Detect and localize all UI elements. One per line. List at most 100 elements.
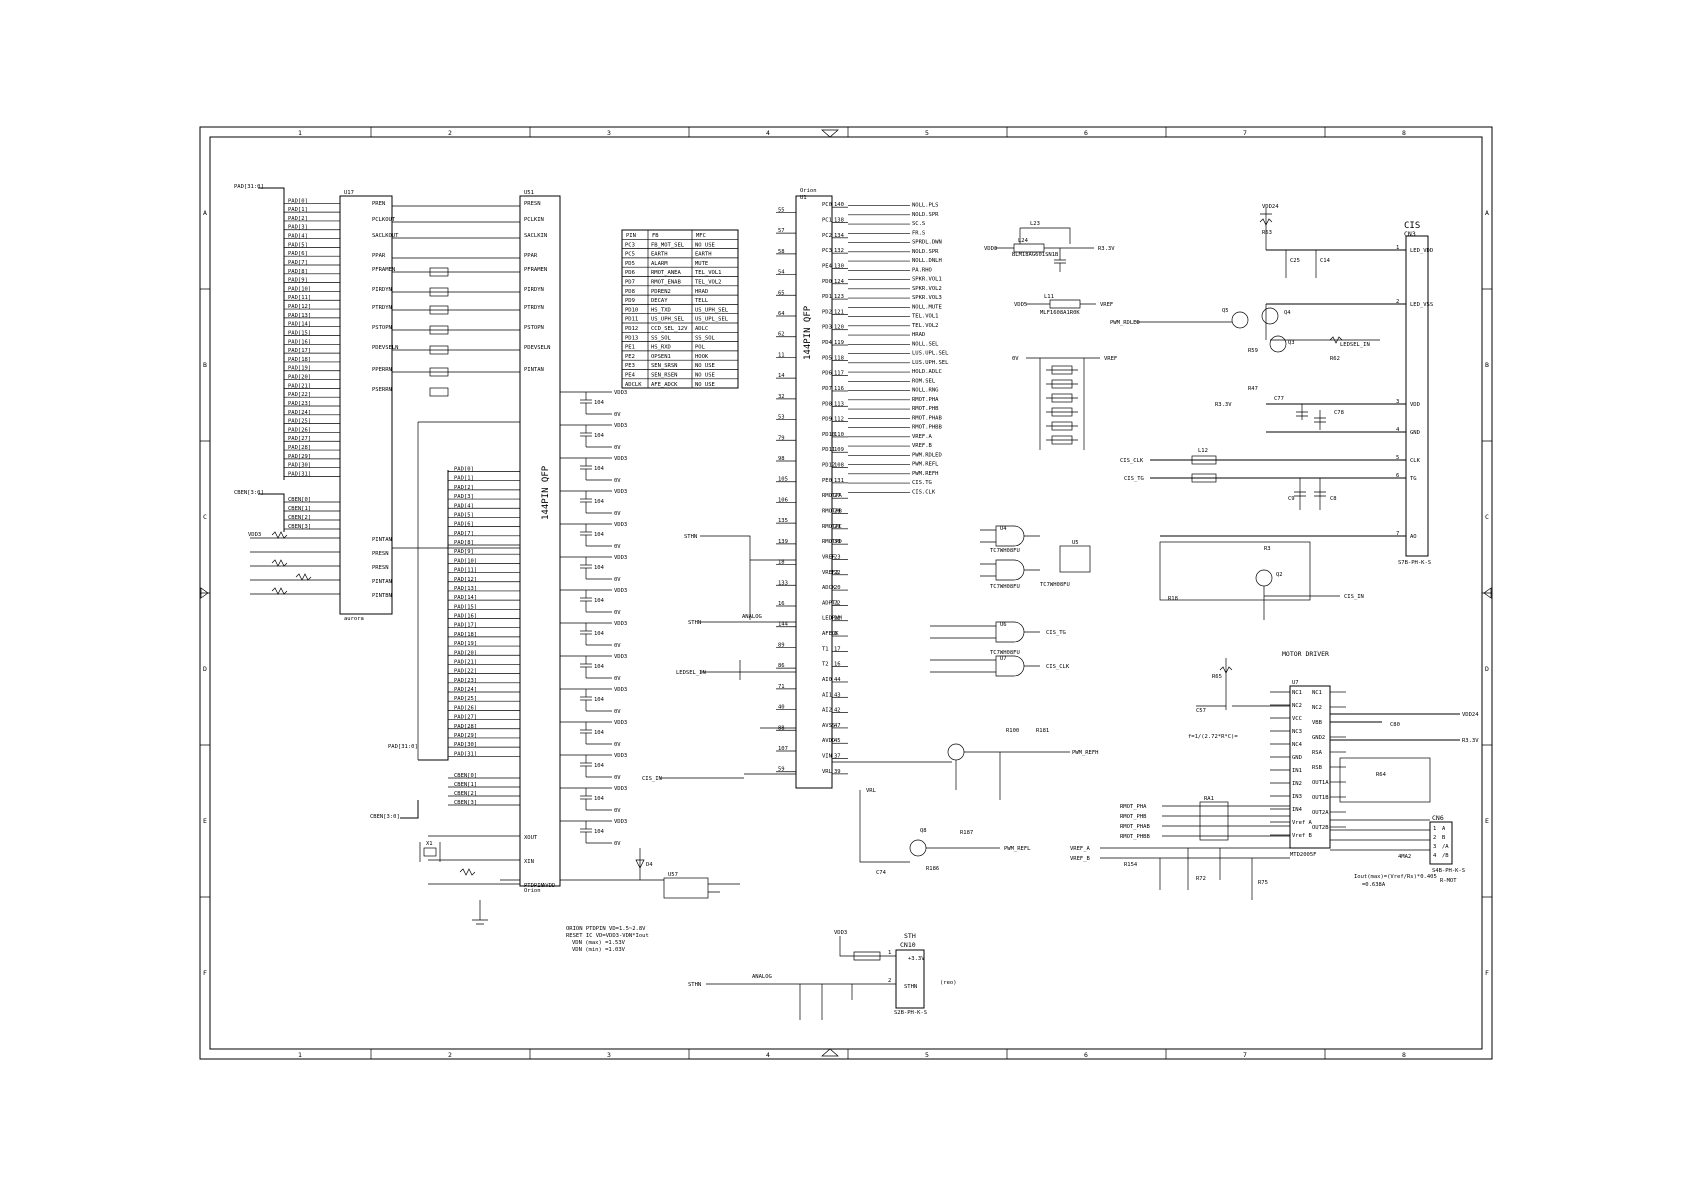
sth-pin: 1 bbox=[888, 950, 891, 956]
pin-name: AFECK bbox=[822, 631, 839, 637]
pin-name: PAD[29] bbox=[288, 454, 311, 460]
table-cell: EARTH bbox=[695, 252, 712, 258]
col-label: 2 bbox=[448, 129, 452, 137]
table-header: FB bbox=[652, 233, 659, 239]
pin-name: PC2 bbox=[822, 233, 832, 239]
sth-connector: S2B-PH-K-S bbox=[894, 1010, 927, 1016]
pin-name: PAD[6] bbox=[288, 251, 308, 257]
pin-name: PD3 bbox=[822, 325, 832, 331]
pin-num: 98 bbox=[778, 456, 785, 462]
col-label: 4 bbox=[766, 129, 770, 137]
pin-name: VIN bbox=[822, 754, 832, 760]
part-ref: R187 bbox=[960, 830, 973, 836]
pin-name: LEDPWM bbox=[822, 616, 843, 622]
cis-pin-num: 7 bbox=[1396, 531, 1399, 537]
pin-name: PAD[17] bbox=[288, 348, 311, 354]
part-ref: C8 bbox=[1330, 496, 1337, 502]
net: VDD3 bbox=[614, 456, 627, 462]
cap-value: 104 bbox=[594, 466, 605, 472]
ic-ref: U7 bbox=[1292, 680, 1299, 686]
table-cell: PE2 bbox=[625, 354, 635, 360]
net: 0V bbox=[614, 610, 621, 616]
mid-addr-pins: PAD[0]PAD[1]PAD[2]PAD[3]PAD[4]PAD[5]PAD[… bbox=[448, 467, 520, 757]
pin-name: PREN bbox=[372, 201, 385, 207]
table-cell: SEN_SRSN bbox=[651, 363, 678, 369]
cis-pin-num: 5 bbox=[1396, 455, 1399, 461]
pin-name: PAD[22] bbox=[454, 669, 477, 675]
pin-name: AVSS bbox=[822, 723, 835, 729]
pin-name: PINTAN bbox=[372, 579, 392, 585]
vdd-label: VDD3 bbox=[248, 532, 261, 538]
net: VDD3 bbox=[614, 489, 627, 495]
pin-num: 79 bbox=[778, 435, 785, 441]
net-label: LUS.UPL.SEL bbox=[912, 351, 949, 357]
motor-note: =0.638A bbox=[1362, 882, 1386, 888]
pin-num: 86 bbox=[778, 663, 785, 669]
pin-num: 16 bbox=[778, 601, 785, 607]
pin-name: AVDD bbox=[542, 883, 555, 889]
net: 0V bbox=[614, 841, 621, 847]
sth-pin-net: +3.3V bbox=[908, 956, 925, 962]
net: R3.3V bbox=[1215, 402, 1232, 408]
frame-row-labels-left: A B C D E F bbox=[203, 209, 207, 977]
pin-num: 23 bbox=[834, 554, 841, 560]
pin-name: PAD[23] bbox=[288, 401, 311, 407]
drawing-frame bbox=[199, 126, 1493, 1060]
pin-name: Vref B bbox=[1292, 833, 1313, 839]
pin-name: PAD[14] bbox=[288, 322, 311, 328]
pin-name: NC1 bbox=[1292, 690, 1302, 696]
ic-package: 144PIN QFP bbox=[803, 305, 813, 360]
sth-pin: 2 bbox=[888, 978, 891, 984]
net: CIS_CLK bbox=[1120, 458, 1144, 464]
table-cell: POL bbox=[695, 345, 706, 351]
note-line: VDN (max) =1.53V bbox=[572, 940, 626, 946]
net: VDD3 bbox=[614, 753, 627, 759]
net: VDD3 bbox=[614, 786, 627, 792]
pin-name: PFRAMEN bbox=[372, 267, 395, 273]
pin-num: 130 bbox=[834, 263, 844, 269]
cn-pin: 4 bbox=[1433, 853, 1437, 859]
table-cell: PD12 bbox=[625, 326, 638, 332]
row-label: F bbox=[1485, 969, 1489, 977]
net: CIS_IN bbox=[642, 776, 662, 782]
pin-num: 53 bbox=[778, 415, 785, 421]
col-label: 4 bbox=[766, 1051, 770, 1059]
pin-num: 16 bbox=[834, 662, 841, 668]
pin-num: 29 bbox=[834, 524, 841, 530]
pin-num: 120 bbox=[834, 325, 844, 331]
pin-num: 144 bbox=[778, 622, 789, 628]
pin-name: PRESN bbox=[372, 551, 389, 557]
net: VREF bbox=[1100, 302, 1113, 308]
net: VREF_A bbox=[1070, 846, 1091, 852]
pin-name: CBEN[0] bbox=[288, 497, 311, 503]
pin-name: PAD[15] bbox=[288, 330, 311, 336]
pin-num: 116 bbox=[834, 386, 844, 392]
cap-value: 104 bbox=[594, 598, 605, 604]
ic-part: MTD2005F bbox=[1290, 852, 1317, 858]
pin-name: PAD[0] bbox=[288, 198, 308, 204]
pin-name: PTRDYN bbox=[372, 305, 392, 311]
col-label: 6 bbox=[1084, 1051, 1088, 1059]
pin-num: 133 bbox=[778, 580, 788, 586]
part-ref: C77 bbox=[1274, 396, 1284, 402]
table-cell: PD11 bbox=[625, 317, 638, 323]
cn-connector: S4B-PH-K-S bbox=[1432, 868, 1465, 874]
pin-name: ADPT1 bbox=[822, 600, 839, 606]
net: 0V bbox=[614, 676, 621, 682]
cis-pin-name: VDD bbox=[1410, 402, 1420, 408]
net-label: SC.S bbox=[912, 221, 925, 227]
net: VRL bbox=[866, 788, 877, 794]
pin-name: PAD[4] bbox=[454, 503, 474, 509]
net: 0V bbox=[614, 643, 621, 649]
decoupling-caps: VDD30V104VDD30V104VDD30V104VDD30V104VDD3… bbox=[560, 390, 627, 847]
pin-name: Vref A bbox=[1292, 820, 1313, 826]
pin-num: 55 bbox=[778, 207, 785, 213]
pin-name: PDEVSELN bbox=[524, 345, 551, 351]
pin-name: CBEN[2] bbox=[454, 791, 477, 797]
part-ref: R18 bbox=[1168, 596, 1178, 602]
part-ref: R100 bbox=[1006, 728, 1019, 734]
cap-value: 104 bbox=[594, 565, 605, 571]
table-cell: HOOK bbox=[695, 354, 709, 360]
